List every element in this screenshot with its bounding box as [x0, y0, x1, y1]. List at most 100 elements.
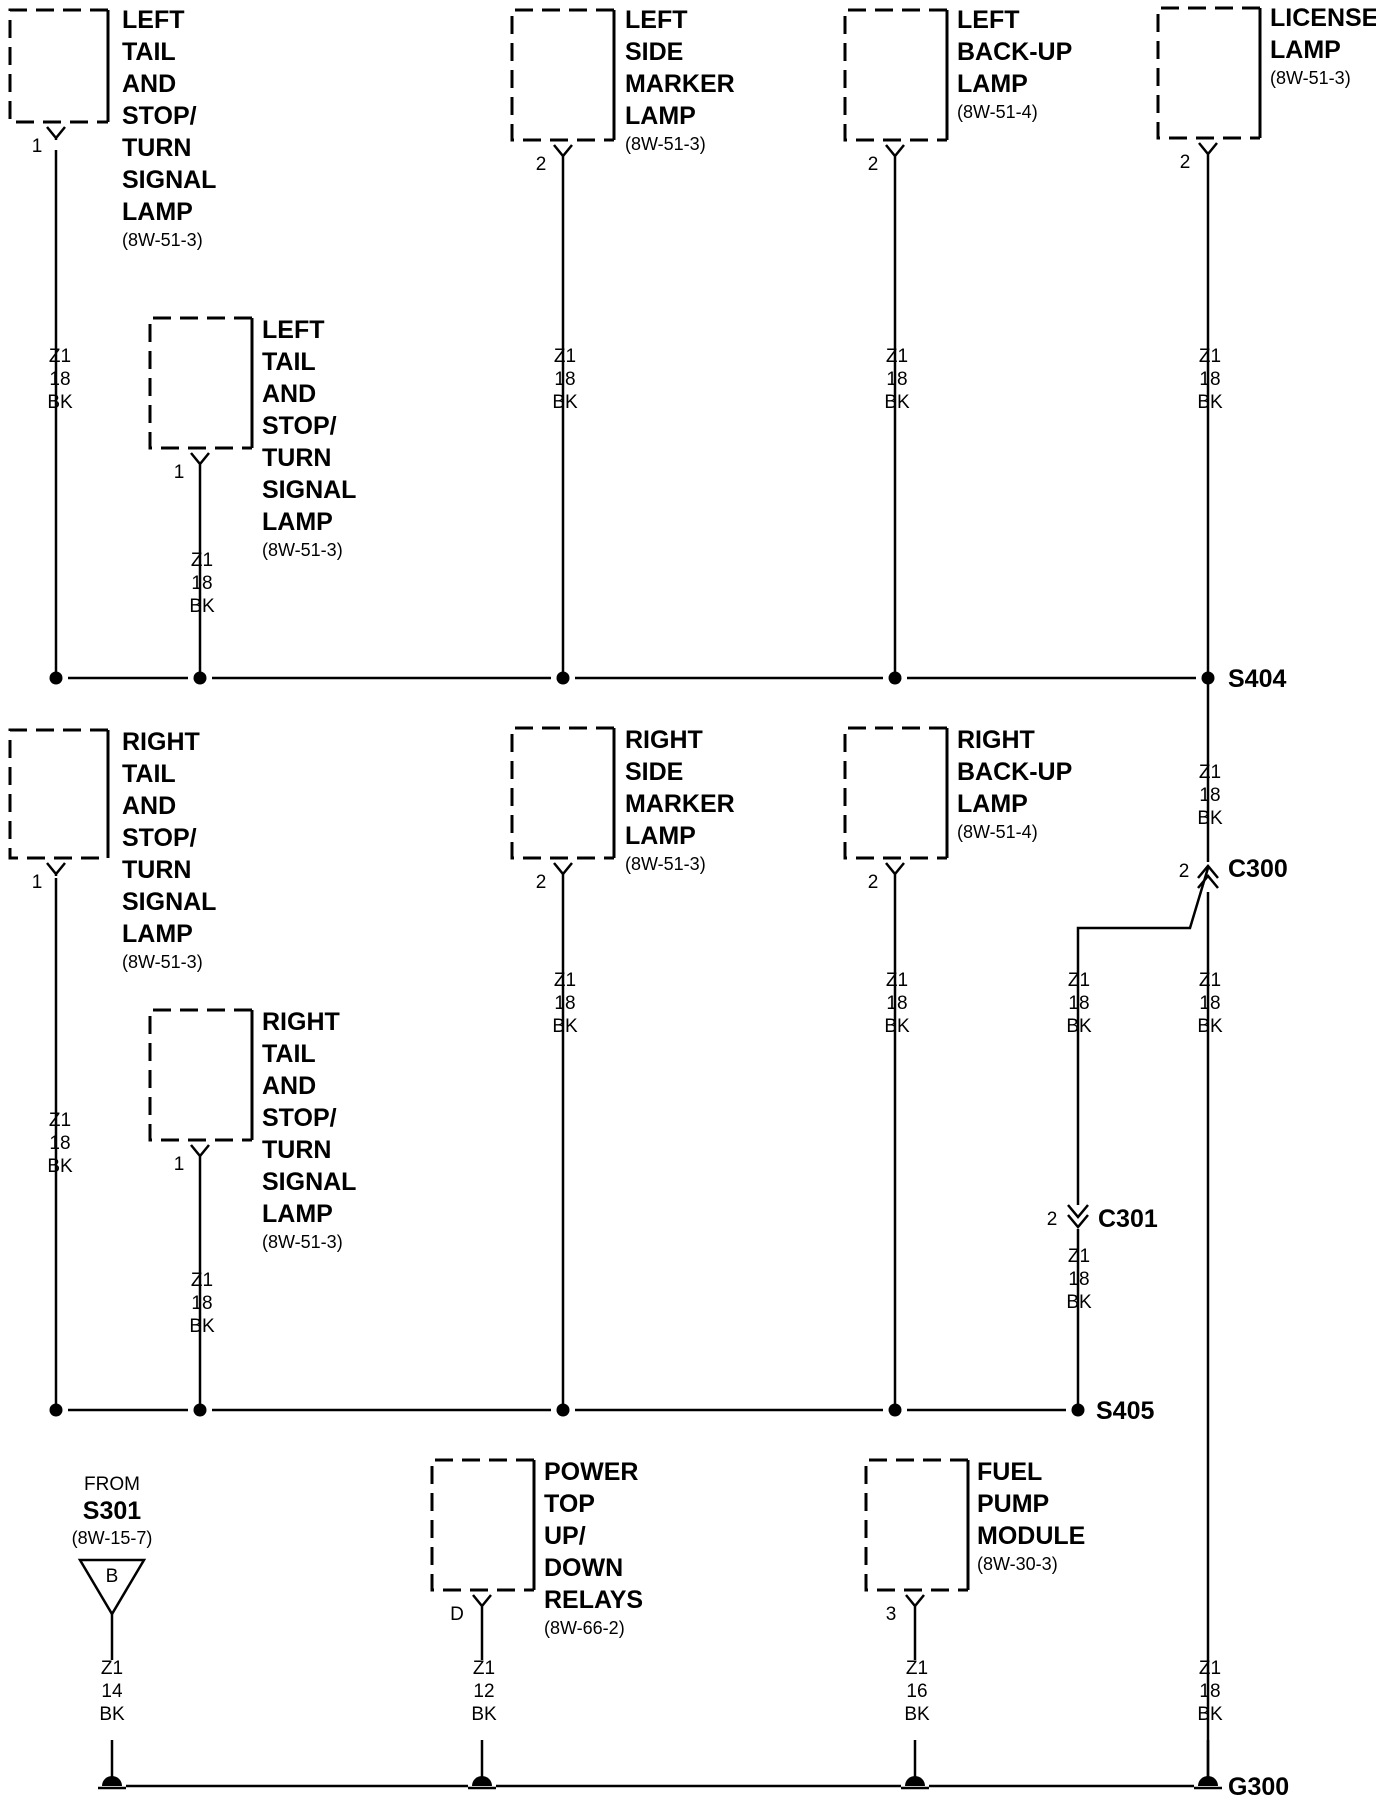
wire-label-line: BK	[1066, 1292, 1092, 1313]
component-name-line: TAIL	[122, 38, 176, 66]
wire-label-line: Z1	[906, 1658, 928, 1679]
component-name-line: AND	[122, 70, 176, 98]
component-name-line: LAMP	[262, 1200, 333, 1228]
component-ref: (8W-30-3)	[977, 1554, 1058, 1574]
component-name-line: LEFT	[957, 6, 1020, 34]
from-letter: B	[106, 1566, 119, 1587]
component-box-right-side-marker	[510, 726, 616, 860]
wire-label-line: Z1	[1199, 1658, 1221, 1679]
component-ref: (8W-51-3)	[1270, 68, 1351, 88]
component-box-outline	[510, 8, 614, 142]
pin-number: 2	[536, 872, 547, 893]
wire-label-line: BK	[1197, 1704, 1223, 1725]
pin-number: 1	[174, 462, 185, 483]
component-name-line: LAMP	[957, 70, 1028, 98]
component-name-line: STOP/	[122, 824, 197, 852]
wire-label-line: BK	[47, 1156, 73, 1177]
wire-label-line: 14	[101, 1681, 123, 1702]
component-box-outline	[8, 728, 108, 860]
wire-label-line: BK	[1197, 808, 1223, 829]
splice-label-s405: S405	[1096, 1397, 1154, 1425]
component-name-line: AND	[262, 380, 316, 408]
component-name-line: AND	[122, 792, 176, 820]
component-name-line: LAMP	[625, 822, 696, 850]
wire-label-line: BK	[884, 392, 910, 413]
component-name-line: RIGHT	[625, 726, 703, 754]
wire-label-line: 18	[1068, 1269, 1089, 1290]
wire-label-line: BK	[884, 1016, 910, 1037]
component-name-line: STOP/	[262, 1104, 337, 1132]
component-name-line: TURN	[262, 444, 331, 472]
splice-dot-s404	[888, 671, 902, 685]
wire-label-line: BK	[1197, 1016, 1223, 1037]
wire-label-line: Z1	[554, 970, 576, 991]
component-box-outline	[1156, 6, 1260, 140]
wire-label-line: Z1	[191, 1270, 213, 1291]
component-box-outline	[148, 1008, 252, 1142]
terminal-left-backup	[885, 144, 905, 158]
terminal-right-side-marker	[553, 862, 573, 876]
component-box-outline	[430, 1458, 534, 1592]
component-box-outline	[864, 1458, 968, 1592]
component-name-line: LEFT	[122, 6, 185, 34]
component-name-line: RIGHT	[262, 1008, 340, 1036]
wire-label-line: BK	[189, 596, 215, 617]
connector-label-c301: C301	[1098, 1205, 1158, 1233]
wire-label-line: BK	[99, 1704, 125, 1725]
splice-dot-s404	[193, 671, 207, 685]
component-name-line: POWER	[544, 1458, 638, 1486]
component-box-outline	[8, 8, 108, 124]
wire-label-line: Z1	[49, 346, 71, 367]
connector-symbol-c300	[1197, 864, 1219, 889]
splice-dot-s405	[888, 1403, 902, 1417]
wire-label-line: Z1	[886, 970, 908, 991]
splice-dot-s405	[193, 1403, 207, 1417]
wire-label-line: Z1	[1199, 970, 1221, 991]
component-ref: (8W-51-3)	[122, 952, 203, 972]
pin-number: 2	[868, 154, 879, 175]
component-name-line: TURN	[262, 1136, 331, 1164]
component-ref: (8W-66-2)	[544, 1618, 625, 1638]
component-box-right-tail-1	[8, 728, 110, 860]
ground-symbol	[905, 1776, 925, 1786]
component-name-line: LICENSE	[1270, 4, 1376, 32]
ground-label-g300: G300	[1228, 1773, 1289, 1796]
component-name-line: LEFT	[262, 316, 325, 344]
connector-symbol-c301	[1067, 1204, 1089, 1229]
wire-label-line: 18	[191, 1293, 212, 1314]
wire-label-line: 12	[473, 1681, 494, 1702]
wire-label-line: 16	[906, 1681, 927, 1702]
component-name-line: FUEL	[977, 1458, 1042, 1486]
terminal-right-tail-1	[46, 862, 66, 876]
component-name-line: SIDE	[625, 758, 683, 786]
component-name-line: RIGHT	[957, 726, 1035, 754]
wire-label-line: Z1	[49, 1110, 71, 1131]
component-box-power-top	[430, 1458, 536, 1592]
connector-pin-c301: 2	[1047, 1209, 1058, 1230]
component-name-line: SIGNAL	[262, 1168, 356, 1196]
component-name-line: TAIL	[262, 348, 316, 376]
wire-c300-to-c301	[1076, 867, 1210, 1205]
wire-label-line: BK	[1066, 1016, 1092, 1037]
component-name-line: AND	[262, 1072, 316, 1100]
component-name-line: TURN	[122, 856, 191, 884]
pin-number: 2	[536, 154, 547, 175]
component-box-left-tail-2	[148, 316, 254, 450]
component-ref: (8W-51-3)	[262, 540, 343, 560]
terminal-right-backup	[885, 862, 905, 876]
component-name-line: BACK-UP	[957, 38, 1072, 66]
wire-label-line: Z1	[1068, 1246, 1090, 1267]
component-box-left-backup	[843, 8, 949, 142]
component-name-line: SIGNAL	[122, 166, 216, 194]
wire-label-line: 18	[1199, 785, 1220, 806]
wire-label-line: 18	[1199, 1681, 1220, 1702]
